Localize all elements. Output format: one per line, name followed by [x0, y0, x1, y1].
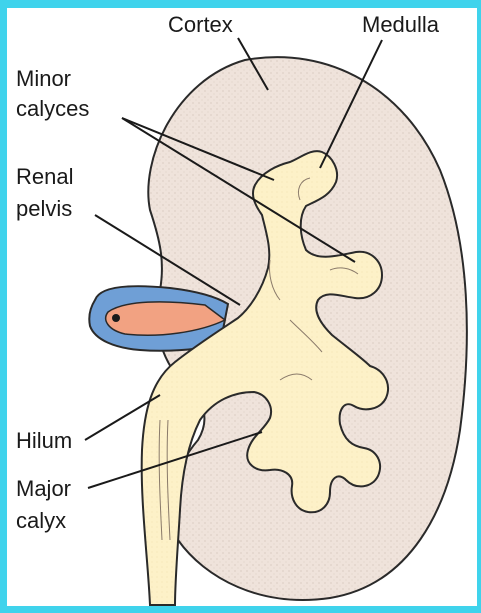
major-calyx-label-line2: calyx — [16, 508, 66, 534]
minor-calyces-label-line2: calyces — [16, 96, 89, 122]
major-calyx-label-line1: Major — [16, 476, 71, 502]
minor-calyces-label-line1: Minor — [16, 66, 71, 92]
renal-pelvis-label-line2: pelvis — [16, 196, 72, 222]
cortex-label: Cortex — [168, 12, 233, 38]
artery-lumen — [112, 314, 120, 322]
medulla-label: Medulla — [362, 12, 439, 38]
renal-pelvis-label-line1: Renal — [16, 164, 73, 190]
hilum-label: Hilum — [16, 428, 72, 454]
